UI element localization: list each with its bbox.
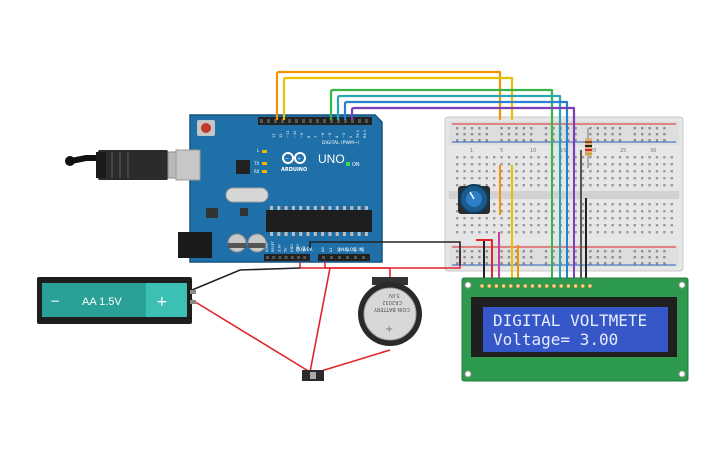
row-number: 25 — [620, 148, 626, 154]
power-label: POWER — [296, 247, 313, 253]
battery-plus-label: + — [156, 294, 168, 310]
power-pin-label: VIN — [302, 246, 306, 252]
signal-wires[interactable] — [275, 70, 576, 165]
analog-pin-label: A2 — [337, 247, 341, 252]
digital-pin-label: 12 — [279, 133, 283, 138]
power-pin-label: RESET — [271, 240, 275, 252]
breadboard-to-lcd-wires[interactable] — [476, 150, 587, 284]
slide-switch[interactable] — [302, 370, 324, 381]
digital-pin-label: 7 — [314, 136, 318, 138]
reset-button-cap[interactable] — [201, 123, 211, 133]
digital-pin-label: ~3 — [342, 133, 346, 138]
usb-chip — [236, 160, 250, 174]
battery-minus-label: − — [50, 294, 60, 308]
digital-pin-label: 8 — [307, 135, 311, 138]
power-pin-label: 5V — [284, 247, 288, 252]
digital-pin-label: ~5 — [328, 133, 332, 138]
digital-label: DIGITAL (PWM~) — [322, 140, 360, 146]
digital-pin-label: TX 1 — [356, 130, 360, 139]
analog-header — [318, 254, 370, 261]
aa-battery[interactable]: − AA 1.5V + — [37, 277, 196, 324]
power-pin-label: 3.3V — [277, 244, 281, 252]
power-pin-label: GND — [296, 244, 300, 252]
led-rx-label: RX — [254, 169, 260, 174]
row-number: 15 — [560, 148, 566, 154]
digital-pin-label: 4 — [335, 135, 339, 138]
lcd-screen — [483, 307, 668, 352]
regulator — [206, 208, 218, 218]
row-number: 10 — [530, 148, 536, 154]
coin-model: CR2032 — [382, 299, 402, 305]
coin-battery[interactable]: 3.0V CR2032 COIN BATTERY + — [358, 277, 422, 346]
svg-text:+: + — [297, 156, 301, 162]
digital-pin-label: ~6 — [321, 132, 325, 138]
digital-header — [258, 117, 372, 125]
analog-label: ANALOG IN — [338, 247, 363, 253]
led-on — [346, 162, 350, 166]
digital-pin-label: 2 — [349, 136, 353, 138]
row-number: 30 — [650, 148, 656, 154]
analog-pin-label: A1 — [329, 247, 333, 252]
crystal-oscillator — [225, 187, 269, 203]
battery-label: AA 1.5V — [82, 296, 122, 308]
arduino-brand-label: ARDUINO — [281, 167, 307, 173]
power-wires[interactable] — [191, 241, 461, 373]
uno-label: UNO — [318, 152, 345, 166]
microcontroller-chip — [266, 210, 372, 232]
led-l — [262, 150, 267, 153]
lcd-line-1: DIGITAL VOLTMETE — [493, 311, 647, 330]
row-number: 20 — [590, 148, 596, 154]
analog-pin-label: A4 — [353, 247, 357, 252]
power-pin-label: GND — [290, 244, 294, 252]
digital-pin-label: 13 — [272, 133, 276, 138]
power-pin-label: IOREF — [265, 242, 269, 252]
svg-text:−: − — [285, 156, 289, 162]
digital-pin-label: ~11 — [286, 130, 290, 138]
breadboard-row-numbers: 1 5 10 15 20 25 30 — [470, 148, 656, 154]
potentiometer[interactable] — [458, 184, 490, 214]
led-l-label: L — [257, 148, 260, 153]
arduino-logo — [282, 152, 306, 164]
breadboard[interactable]: 1 5 10 15 20 25 30 — [444, 116, 684, 272]
resistor[interactable] — [585, 128, 592, 168]
analog-pin-label: A5 — [361, 247, 365, 252]
lcd-line-2: Voltage= 3.00 — [493, 330, 618, 349]
row-number: 5 — [500, 148, 503, 154]
power-jack — [178, 232, 212, 258]
coin-type: COIN BATTERY — [373, 306, 410, 312]
lcd-module[interactable]: DIGITAL VOLTMETE Voltage= 3.00 — [461, 277, 689, 382]
led-tx-label: TX — [253, 161, 259, 166]
digital-pin-label: ~10 — [293, 130, 297, 138]
digital-pin-label: ~9 — [300, 132, 304, 138]
led-rx — [262, 170, 267, 173]
on-label: ON — [352, 162, 360, 168]
coin-voltage: 3.0V — [388, 292, 400, 298]
arduino-uno-board[interactable]: L TX RX ON UNO ARDUINO DIGITAL (PWM~) PO… — [175, 114, 383, 263]
digital-pin-label: RX 0 — [363, 129, 367, 138]
breadboard-holes — [456, 127, 673, 265]
row-number: 1 — [470, 148, 473, 154]
analog-pin-label: A3 — [345, 247, 349, 252]
analog-pin-label: A0 — [321, 247, 325, 252]
led-tx — [262, 162, 267, 165]
usb-port — [175, 149, 201, 181]
coin-plus: + — [385, 324, 393, 335]
